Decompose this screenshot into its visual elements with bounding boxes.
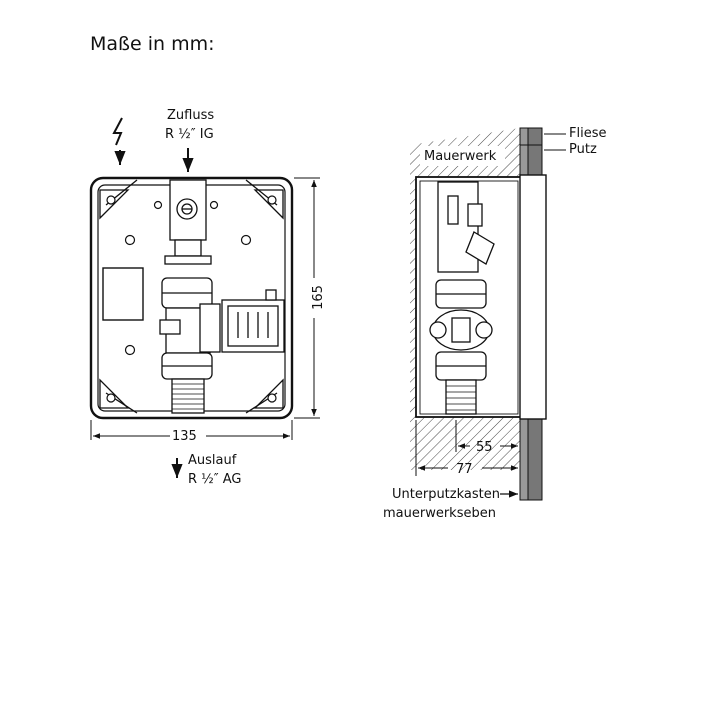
depth-inner-dimension (455, 420, 518, 452)
side-valve-assembly (429, 181, 495, 415)
solenoid-connector (221, 289, 285, 353)
side-view (410, 127, 547, 501)
lightning-bolt-icon (112, 117, 126, 165)
outlet-label: Auslauf (188, 453, 237, 468)
front-view (89, 117, 320, 478)
tile-label: Fliese (569, 126, 607, 141)
valve-assembly (159, 179, 221, 414)
depth-outer-dimension-label: 77 (456, 462, 473, 477)
mounting-screws (106, 195, 277, 403)
depth-outer-dimension (415, 420, 518, 476)
page-title: Maße in mm: (90, 33, 215, 55)
width-dimension (90, 420, 293, 440)
inlet-label: Zufluss (167, 108, 215, 123)
outlet-thread (172, 383, 204, 410)
side-outlet-thread (446, 385, 476, 411)
width-dimension-label: 135 (172, 429, 197, 444)
inlet-thread-label: R ½″ IG (165, 127, 214, 142)
box-label-line1: Unterputzkasten (392, 487, 500, 502)
height-dimension-label: 165 (310, 285, 326, 310)
plaster-label: Putz (569, 142, 597, 157)
depth-inner-dimension-label: 55 (476, 440, 493, 455)
outlet-thread-label: R ½″ AG (188, 472, 242, 487)
wall-label: Mauerwerk (424, 149, 497, 164)
electronics-module (102, 267, 144, 321)
box-label-line2: mauerwerkseben (383, 506, 496, 521)
cover-plate (519, 174, 547, 420)
height-dimension (294, 177, 320, 419)
